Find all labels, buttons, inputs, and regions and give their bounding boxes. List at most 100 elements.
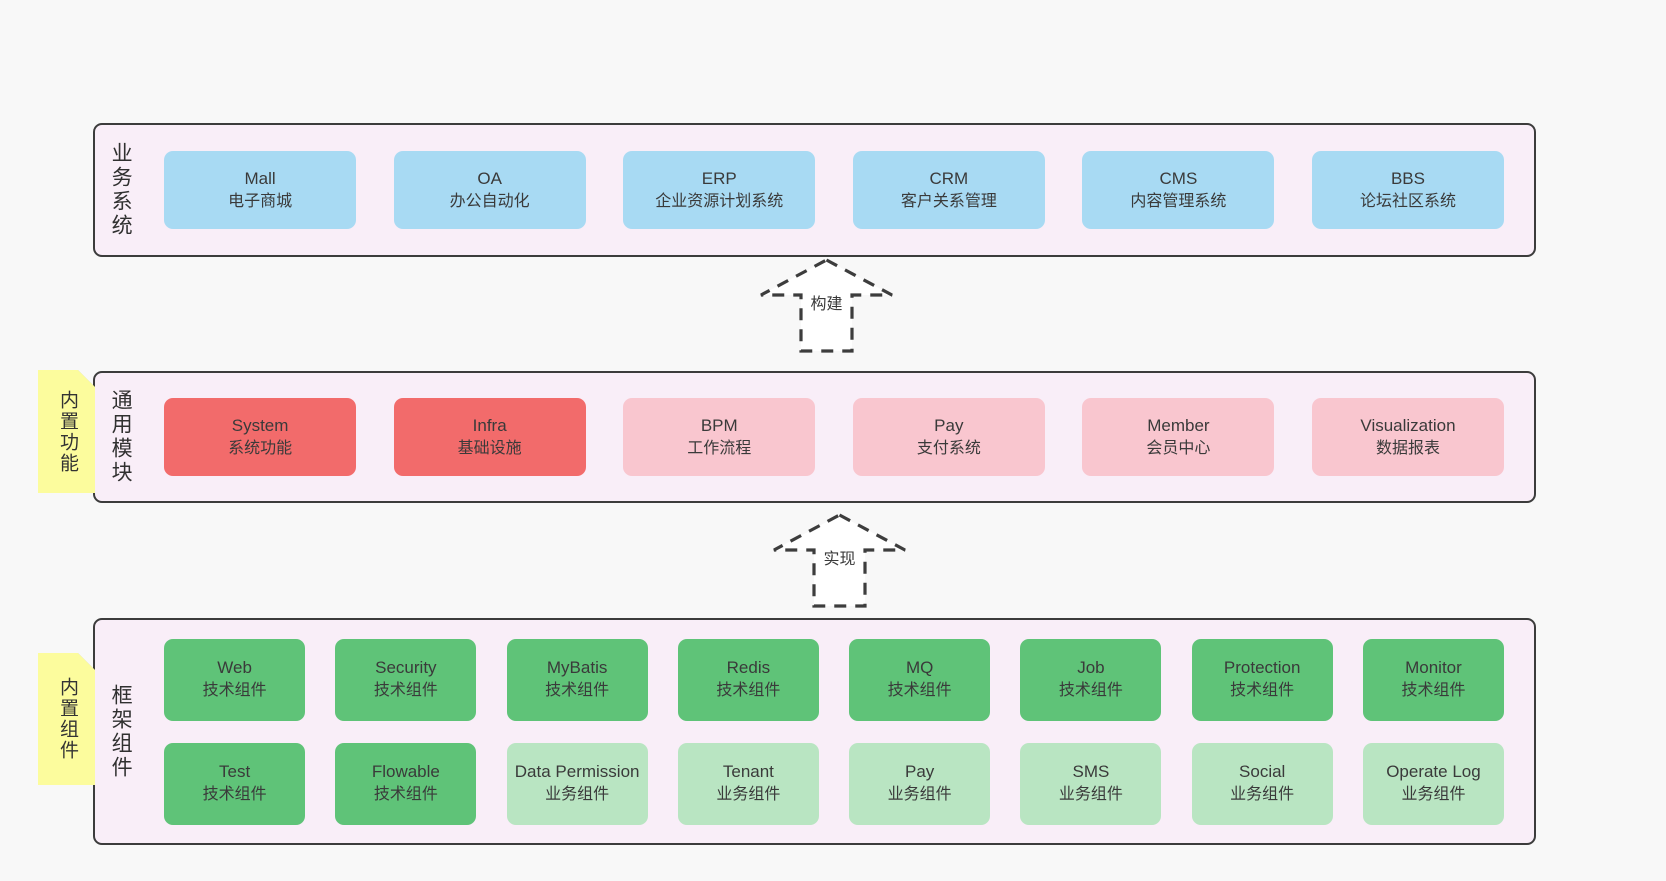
box-title: Social: [1239, 762, 1286, 782]
box-subtitle: 客户关系管理: [900, 192, 997, 210]
box-subtitle: 会员中心: [1146, 439, 1211, 457]
framework-components-grid: Web 技术组件 Security 技术组件 MyBatis 技术组件 Redi…: [142, 638, 1534, 825]
box-subtitle: 技术组件: [202, 786, 267, 804]
box-bbs: BBS 论坛社区系统: [1311, 151, 1504, 229]
box-title: Infra: [472, 415, 507, 435]
sticky-label: 内置组件: [56, 677, 78, 761]
box-title: System: [231, 415, 289, 435]
box-title: Pay: [934, 415, 964, 435]
box-pay-component: Pay 业务组件: [849, 742, 991, 825]
box-subtitle: 业务组件: [887, 786, 952, 804]
box-crm: CRM 客户关系管理: [852, 151, 1045, 229]
box-subtitle: 技术组件: [1058, 682, 1123, 700]
box-title: Protection: [1223, 658, 1301, 678]
box-flowable: Flowable 技术组件: [335, 742, 477, 825]
box-title: Member: [1147, 415, 1210, 435]
box-subtitle: 电子商城: [228, 192, 293, 210]
box-subtitle: 技术组件: [716, 682, 781, 700]
box-test: Test 技术组件: [164, 742, 306, 825]
sticky-built-in-features: 内置功能: [38, 370, 95, 493]
common-modules-section: 通用模块 System 系统功能 Infra 基础设施 BPM 工作流程 Pay…: [93, 371, 1536, 503]
box-title: BPM: [700, 415, 738, 435]
business-systems-section: 业务系统 Mall 电子商城 OA 办公自动化 ERP 企业资源计划系统 CRM…: [93, 123, 1536, 257]
box-title: CMS: [1159, 168, 1198, 188]
box-title: Job: [1077, 658, 1105, 678]
box-social: Social 业务组件: [1191, 742, 1333, 825]
box-mall: Mall 电子商城: [164, 151, 357, 229]
box-subtitle: 业务组件: [545, 786, 610, 804]
box-subtitle: 技术组件: [1230, 682, 1295, 700]
box-subtitle: 办公自动化: [449, 192, 530, 210]
box-title: CRM: [929, 168, 969, 188]
box-subtitle: 业务组件: [1230, 786, 1295, 804]
box-security: Security 技术组件: [335, 638, 477, 721]
box-title: Redis: [726, 658, 771, 678]
box-pay-module: Pay 支付系统: [852, 398, 1045, 476]
sticky-built-in-components: 内置组件: [38, 653, 95, 785]
box-subtitle: 技术组件: [373, 682, 438, 700]
box-system: System 系统功能: [164, 398, 357, 476]
box-infra: Infra 基础设施: [393, 398, 586, 476]
box-subtitle: 技术组件: [1401, 682, 1466, 700]
box-mq: MQ 技术组件: [849, 638, 991, 721]
box-redis: Redis 技术组件: [677, 638, 819, 721]
box-title: Security: [375, 658, 437, 678]
box-title: ERP: [701, 168, 737, 188]
framework-components-section: 框架组件 Web 技术组件 Security 技术组件 MyBatis 技术组件…: [93, 618, 1536, 845]
box-operate-log: Operate Log 业务组件: [1362, 742, 1504, 825]
common-modules-row: System 系统功能 Infra 基础设施 BPM 工作流程 Pay 支付系统…: [142, 398, 1534, 476]
box-data-permission: Data Permission 业务组件: [506, 742, 648, 825]
box-subtitle: 业务组件: [716, 786, 781, 804]
box-cms: CMS 内容管理系统: [1082, 151, 1275, 229]
box-title: Web: [217, 658, 252, 678]
box-protection: Protection 技术组件: [1191, 638, 1333, 721]
box-title: Operate Log: [1386, 762, 1481, 782]
box-title: SMS: [1072, 762, 1110, 782]
box-title: Flowable: [371, 762, 440, 782]
box-job: Job 技术组件: [1020, 638, 1162, 721]
box-title: Tenant: [722, 762, 774, 782]
tech-components-row: Web 技术组件 Security 技术组件 MyBatis 技术组件 Redi…: [164, 638, 1504, 721]
box-title: Data Permission: [514, 762, 640, 782]
box-member: Member 会员中心: [1082, 398, 1275, 476]
box-visualization: Visualization 数据报表: [1311, 398, 1504, 476]
box-title: OA: [477, 168, 502, 188]
box-bpm: BPM 工作流程: [623, 398, 816, 476]
box-subtitle: 技术组件: [545, 682, 610, 700]
box-title: Visualization: [1360, 415, 1456, 435]
box-subtitle: 企业资源计划系统: [655, 192, 784, 210]
box-title: BBS: [1390, 168, 1425, 188]
box-title: MyBatis: [546, 658, 608, 678]
box-erp: ERP 企业资源计划系统: [623, 151, 816, 229]
box-subtitle: 业务组件: [1401, 786, 1466, 804]
box-title: Monitor: [1405, 658, 1462, 678]
framework-components-label: 框架组件: [109, 683, 133, 780]
box-subtitle: 数据报表: [1375, 439, 1440, 457]
box-subtitle: 论坛社区系统: [1359, 192, 1456, 210]
box-subtitle: 系统功能: [228, 439, 293, 457]
box-title: MQ: [905, 658, 934, 678]
box-mybatis: MyBatis 技术组件: [506, 638, 648, 721]
box-title: Test: [219, 762, 251, 782]
box-subtitle: 内容管理系统: [1130, 192, 1227, 210]
box-monitor: Monitor 技术组件: [1362, 638, 1504, 721]
box-title: Mall: [244, 168, 276, 188]
sticky-label: 内置功能: [56, 389, 78, 474]
business-systems-row: Mall 电子商城 OA 办公自动化 ERP 企业资源计划系统 CRM 客户关系…: [142, 151, 1534, 229]
box-subtitle: 基础设施: [457, 439, 522, 457]
box-web: Web 技术组件: [164, 638, 306, 721]
box-oa: OA 办公自动化: [393, 151, 586, 229]
box-subtitle: 技术组件: [373, 786, 438, 804]
box-subtitle: 支付系统: [916, 439, 981, 457]
build-arrow: 构建: [758, 257, 895, 354]
build-arrow-label: 构建: [807, 289, 846, 314]
box-subtitle: 业务组件: [1058, 786, 1123, 804]
common-modules-label: 通用模块: [109, 389, 133, 485]
implement-arrow: 实现: [771, 512, 908, 609]
box-subtitle: 工作流程: [687, 439, 752, 457]
business-systems-label: 业务系统: [109, 142, 133, 238]
box-subtitle: 技术组件: [202, 682, 267, 700]
box-sms: SMS 业务组件: [1020, 742, 1162, 825]
box-subtitle: 技术组件: [887, 682, 952, 700]
